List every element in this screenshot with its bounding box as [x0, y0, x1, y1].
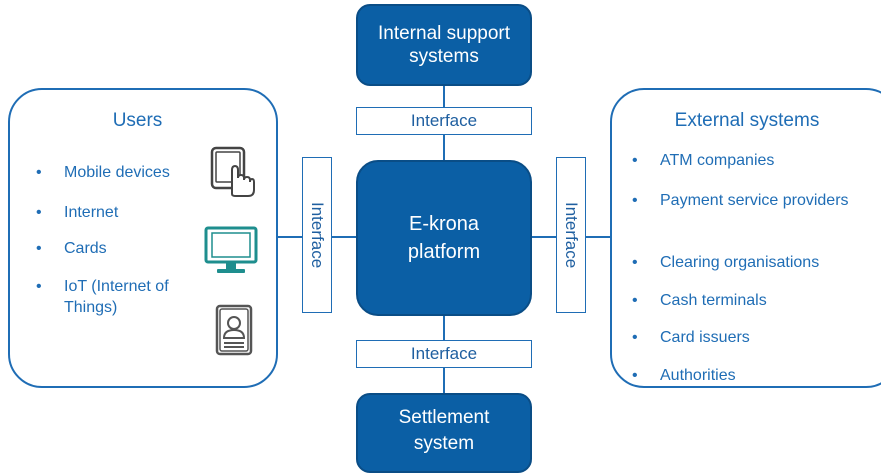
interface-right-label: Interface [562, 201, 581, 269]
external-item-payment-service-providers: Payment service providers [632, 190, 850, 211]
users-title: Users [112, 110, 163, 131]
users-group: Users Mobile devices Internet Cards IoT … [8, 88, 278, 388]
e-krona-platform-label: E-krona platform [407, 213, 481, 263]
interface-right: Interface [556, 157, 586, 313]
touch-tablet-icon [210, 146, 255, 197]
external-item-authorities: Authorities [632, 365, 736, 386]
interface-bottom-label: Interface [410, 344, 478, 363]
external-item-atm-companies: ATM companies [632, 150, 774, 171]
internal-support-systems-box: Internal support systems [356, 4, 532, 86]
users-item-mobile-devices: Mobile devices [36, 162, 170, 183]
internal-support-systems-label: Internal support systems [377, 23, 511, 67]
external-systems-group: External systems ATM companies Payment s… [610, 88, 881, 388]
e-krona-platform-box: E-krona platform [356, 160, 532, 316]
interface-bottom: Interface [356, 340, 532, 368]
interface-top: Interface [356, 107, 532, 135]
external-systems-title: External systems [674, 110, 820, 131]
settlement-system-box: Settlement system [356, 393, 532, 473]
settlement-system-label: Settlement system [398, 407, 490, 454]
external-item-card-issuers: Card issuers [632, 327, 750, 348]
users-item-iot: IoT (Internet of Things) [36, 276, 214, 318]
interface-left-label: Interface [308, 201, 327, 269]
external-item-cash-terminals: Cash terminals [632, 290, 767, 311]
external-item-clearing-organisations: Clearing organisations [632, 252, 819, 273]
computer-monitor-icon [204, 226, 258, 273]
id-card-icon [215, 304, 253, 356]
interface-top-label: Interface [410, 111, 478, 130]
interface-left: Interface [302, 157, 332, 313]
users-item-internet: Internet [36, 202, 118, 223]
users-item-cards: Cards [36, 238, 107, 259]
